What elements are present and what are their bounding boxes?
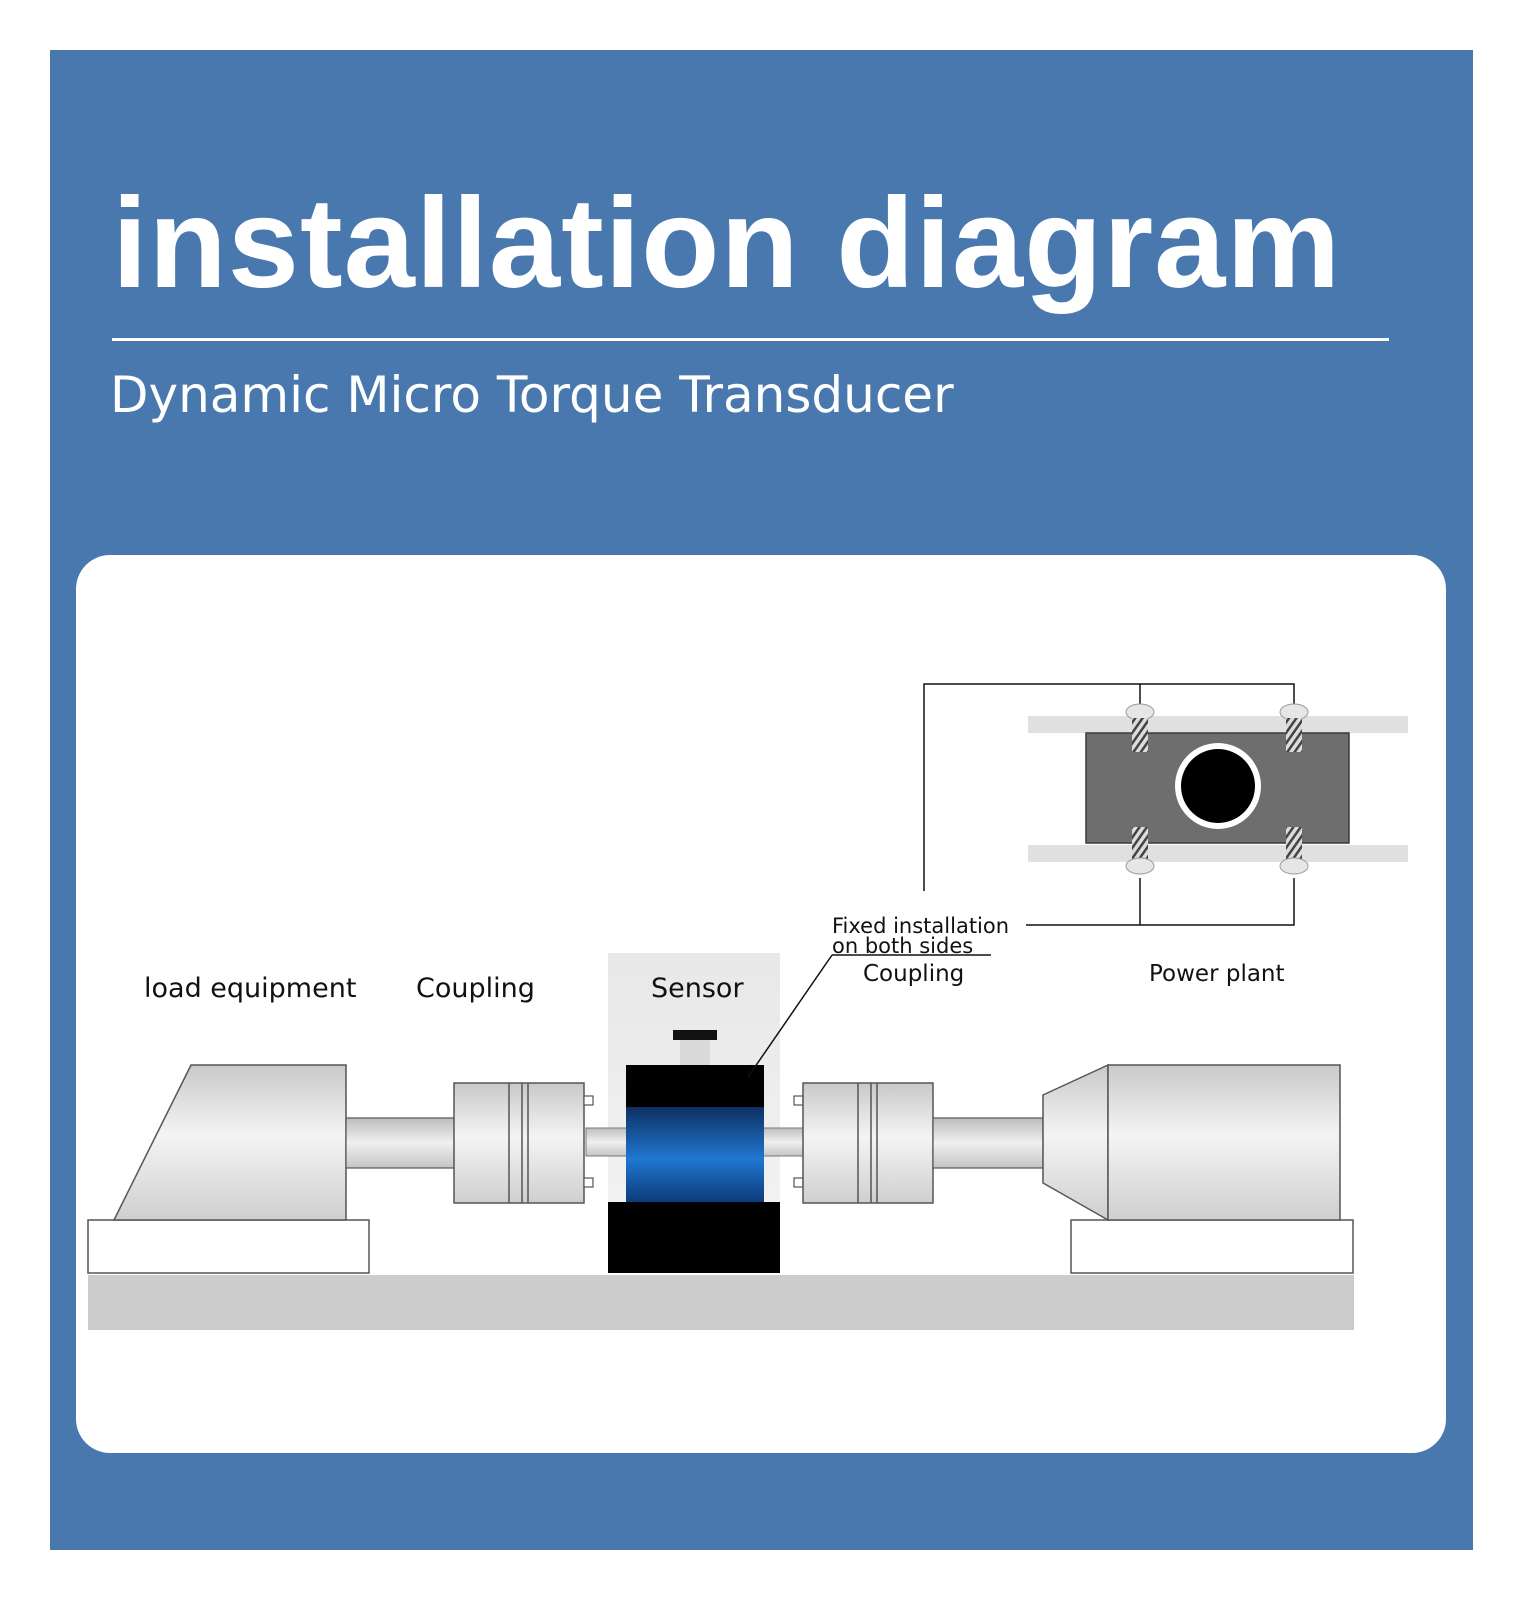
base-rail [88, 1275, 1354, 1330]
callout-lines [747, 683, 1295, 1078]
label-sensor: Sensor [651, 973, 744, 1004]
label-fixed-installation: Fixed installation [832, 914, 1009, 938]
label-load-equipment: load equipment [144, 973, 356, 1004]
clamp-bar-bottom [1028, 845, 1408, 862]
coupling-right [793, 1082, 934, 1204]
page-title: installation diagram [112, 172, 1342, 315]
diagram-card: load equipment Coupling Sensor Fixed ins… [76, 555, 1446, 1453]
screw-top-right [1279, 703, 1309, 752]
sensor-top-cap [626, 1065, 764, 1107]
load-shaft [345, 1117, 457, 1169]
page-subtitle: Dynamic Micro Torque Transducer [110, 366, 954, 424]
load-base [87, 1219, 370, 1274]
screw-top-left [1125, 703, 1155, 752]
power-base [1070, 1219, 1354, 1274]
label-power-plant: Power plant [1149, 961, 1285, 987]
mount-detail-inset [1028, 703, 1408, 875]
title-divider [112, 338, 1389, 341]
sensor-connector [673, 1030, 717, 1040]
label-coupling-left: Coupling [416, 973, 535, 1004]
clamp-bar-top [1028, 716, 1408, 733]
sensor-mount [608, 1202, 780, 1273]
load-body [112, 1064, 347, 1221]
power-plant [1042, 1063, 1354, 1274]
sensor-body [626, 1107, 764, 1202]
power-body [1107, 1064, 1341, 1221]
coupling-left [453, 1082, 594, 1204]
header-panel: installation diagram Dynamic Micro Torqu… [50, 50, 1473, 1550]
power-nose [1042, 1063, 1109, 1222]
sensor [585, 953, 807, 1273]
power-shaft [932, 1117, 1044, 1169]
screw-bottom-right [1279, 827, 1309, 875]
load-equipment [87, 1064, 370, 1274]
label-both-sides: on both sides [832, 934, 973, 958]
installation-diagram: load equipment Coupling Sensor Fixed ins… [87, 683, 1408, 1330]
screw-bottom-left [1125, 827, 1155, 875]
label-coupling-right: Coupling [863, 961, 964, 987]
